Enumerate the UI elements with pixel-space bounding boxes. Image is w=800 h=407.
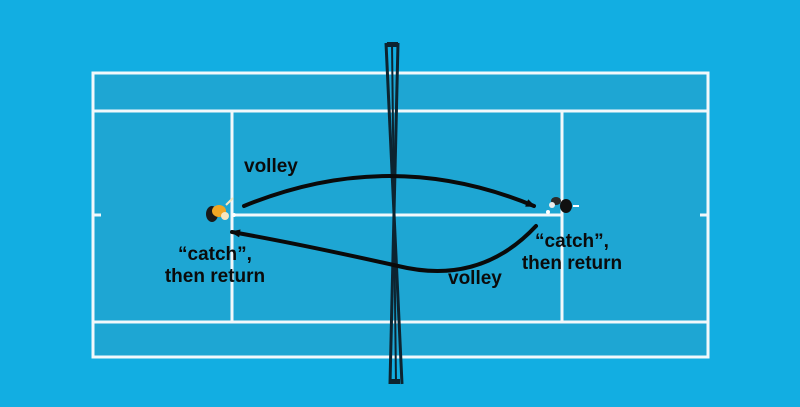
left-player-caption-line1: “catch”, <box>178 244 252 265</box>
right-player-caption-line1: “catch”, <box>535 231 609 252</box>
volley-label-bottom: volley <box>448 268 502 289</box>
left-player-caption: “catch”, then return <box>150 244 280 288</box>
tennis-net <box>384 42 404 385</box>
volley-arrow-to-left <box>230 224 538 273</box>
player-right-icon <box>546 197 579 214</box>
volley-arrow-to-right <box>242 174 536 208</box>
right-player-caption: “catch”, then return <box>507 231 637 275</box>
volley-label-top: volley <box>244 156 298 177</box>
left-player-caption-line2: then return <box>164 266 266 287</box>
player-left-icon <box>206 197 236 222</box>
right-player-caption-line2: then return <box>521 253 623 274</box>
